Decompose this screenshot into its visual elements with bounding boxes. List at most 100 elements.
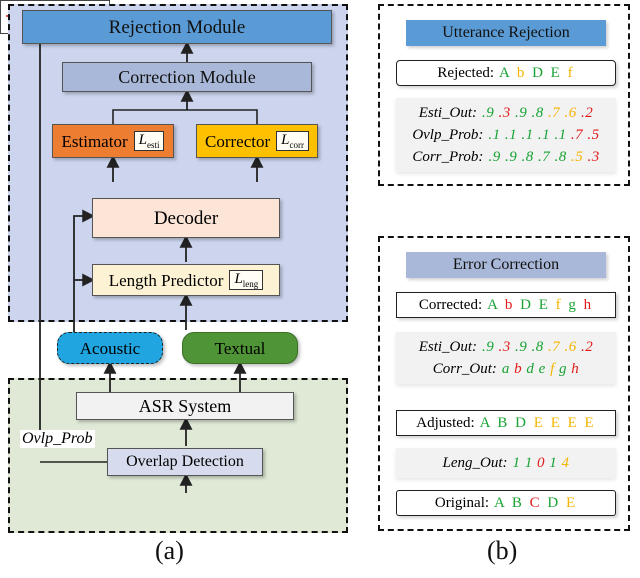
token: g: [559, 360, 568, 377]
token: E: [567, 414, 579, 431]
utterance-rejection-header: Utterance Rejection: [406, 20, 606, 46]
token: E: [550, 414, 562, 431]
token: .1: [504, 126, 518, 143]
leng-out-row: Leng_Out: 1 1 0 1 4: [396, 452, 616, 474]
token: .7: [537, 148, 551, 165]
ovlp-prob-row: Ovlp_Prob: .1 .1 .1 .1 .1 .7 .5: [396, 124, 616, 146]
token: .5: [570, 148, 584, 165]
estimator-label: Estimator: [61, 131, 128, 151]
token: 1: [549, 454, 558, 471]
token: .9: [515, 338, 528, 355]
token: .9: [504, 148, 518, 165]
leng-out-group: Leng_Out: 1 1 0 1 4: [396, 448, 616, 478]
leng-out-label: Leng_Out:: [442, 454, 508, 471]
token: .3: [587, 148, 600, 165]
rejected-sequence: A b D E f: [499, 65, 575, 82]
token: .9: [488, 148, 501, 165]
loss-symbol-corr: L: [281, 131, 290, 148]
token: .3: [498, 338, 511, 355]
corrected-row: Corrected: A b D E f g h: [396, 292, 616, 318]
corrector-block[interactable]: Corrector Lcorr: [196, 124, 318, 158]
token: E: [538, 296, 550, 313]
adjusted-row: Adjusted: A B D E E E E: [396, 410, 616, 436]
token: e: [538, 360, 546, 377]
length-predictor-block[interactable]: Length Predictor Lleng: [92, 264, 280, 296]
token: E: [565, 494, 578, 511]
correction-module-label: Correction Module: [118, 67, 256, 87]
token: 1: [512, 454, 521, 471]
token: 0: [537, 454, 545, 471]
loss-subscript-corr: corr: [289, 139, 304, 150]
leng-out-values: 1 1 0 1 4: [513, 455, 570, 472]
rejected-row: Rejected: A b D E f: [396, 60, 616, 86]
token: A: [479, 414, 492, 431]
token: .7: [570, 126, 584, 143]
token: A: [494, 494, 507, 511]
token: .1: [554, 126, 567, 143]
acoustic-block[interactable]: Acoustic: [57, 332, 163, 364]
rejection-module-label: Rejection Module: [108, 16, 246, 38]
corr-prob-values: .9 .9 .8 .7 .8 .5 .3: [488, 149, 599, 166]
estimator-loss-badge: Lesti: [133, 130, 165, 152]
decoder-block[interactable]: Decoder: [92, 198, 280, 238]
token: B: [511, 494, 524, 511]
corrector-loss-badge: Lcorr: [276, 130, 309, 152]
error-correction-header: Error Correction: [406, 252, 606, 278]
rejection-module-block[interactable]: Rejection Module: [22, 10, 332, 44]
token: E: [533, 414, 545, 431]
corrected-label: Corrected:: [418, 296, 483, 313]
esti-out-label: Esti_Out:: [418, 104, 478, 121]
corr-out-label: Corr_Out:: [432, 360, 497, 377]
decoder-label: Decoder: [153, 207, 219, 229]
ovlp-prob-edge-label: Ovlp_Prob: [20, 430, 95, 448]
token: D: [547, 494, 561, 511]
corrector-label: Corrector: [205, 131, 271, 151]
token: .8: [531, 338, 544, 355]
acoustic-label: Acoustic: [79, 338, 141, 358]
token: .1: [488, 126, 501, 143]
token: .9: [482, 338, 495, 355]
token: .2: [581, 104, 594, 121]
token: .1: [537, 126, 551, 143]
loss-symbol-esti: L: [138, 131, 147, 148]
token: h: [583, 296, 594, 313]
overlap-detection-label: Overlap Detection: [126, 453, 244, 470]
token: g: [568, 296, 578, 313]
textual-label: Textual: [214, 338, 266, 358]
caption-b: (b): [487, 536, 518, 565]
adjusted-label: Adjusted:: [416, 414, 475, 431]
token: .6: [564, 338, 577, 355]
esti-out-label-2: Esti_Out:: [418, 338, 478, 355]
token: f: [555, 296, 563, 313]
original-sequence: A B C D E: [494, 495, 577, 512]
ovlp-prob-label: Ovlp_Prob:: [412, 126, 484, 143]
token: D: [532, 64, 545, 81]
error-correction-panel: Error Correction Corrected: A b D E f g …: [378, 236, 630, 531]
esti-out-row-2: Esti_Out: .9 .3 .9 .8 .7 .6 .2: [396, 336, 616, 358]
corr-out-values: a b d e f g h: [502, 361, 579, 378]
asr-system-block[interactable]: ASR System: [76, 392, 294, 420]
esti-out-values-2: .9 .3 .9 .8 .7 .6 .2: [482, 339, 593, 356]
token: b: [514, 360, 523, 377]
token: .8: [554, 148, 567, 165]
token: B: [497, 414, 510, 431]
length-predictor-loss-badge: Lleng: [229, 269, 264, 291]
correction-module-block[interactable]: Correction Module: [62, 62, 312, 92]
length-predictor-label: Length Predictor: [108, 270, 224, 290]
token: A: [499, 64, 512, 81]
rejected-label: Rejected:: [437, 64, 495, 81]
loss-subscript-leng: leng: [242, 278, 259, 289]
token: .3: [498, 104, 511, 121]
asr-system-label: ASR System: [138, 396, 232, 416]
token: .7: [548, 104, 561, 121]
overlap-detection-block[interactable]: Overlap Detection: [107, 448, 263, 476]
textual-block[interactable]: Textual: [182, 332, 298, 364]
original-label: Original:: [434, 494, 490, 511]
token: .5: [587, 126, 600, 143]
corr-prob-label: Corr_Prob:: [412, 148, 484, 165]
token: E: [584, 414, 596, 431]
token: b: [504, 296, 515, 313]
corrected-sequence: A b D E f g h: [487, 297, 593, 314]
token: D: [520, 296, 533, 313]
estimator-block[interactable]: Estimator Lesti: [52, 124, 174, 158]
